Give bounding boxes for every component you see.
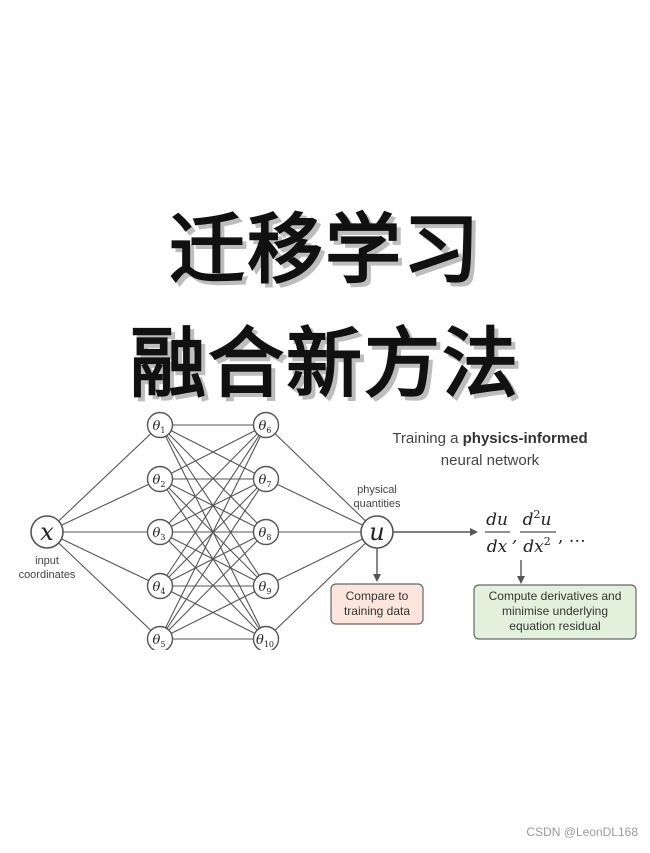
watermark: CSDN @LeonDL168: [526, 825, 638, 839]
hidden-node-9: [252, 572, 280, 600]
deriv1-numerator: du: [486, 510, 508, 530]
hidden-node-1: [146, 411, 174, 439]
diagram-heading: Training a physics-informed: [392, 430, 587, 447]
edge-l1-5-to-l2-2: [159, 478, 267, 640]
compute-box: [473, 584, 637, 640]
compare-box-line2: training data: [344, 604, 410, 618]
compute-box-line3: equation residual: [509, 619, 600, 633]
edge-l2-1-to-output: [265, 424, 378, 533]
edge-input-to-l1-5: [46, 531, 161, 640]
input-caption-1: input: [35, 555, 59, 567]
input-node: [30, 515, 64, 549]
edge-l2-2-to-output: [265, 478, 378, 533]
hidden-node-label-10: θ10: [256, 633, 274, 649]
edge-l2-4-to-output: [265, 531, 378, 587]
derivative-expressions: du dx , d2u dx2 , …: [485, 508, 586, 557]
hidden-node-5: [146, 625, 174, 650]
deriv-ellipsis: , …: [558, 527, 586, 547]
hidden-node-label-4: θ4: [153, 580, 166, 596]
edge-input-to-l1-1: [46, 424, 161, 533]
edge-l1-2-to-l2-1: [159, 424, 267, 480]
arrow-head-derivatives: [470, 528, 478, 536]
arrow-head-compute: [517, 576, 525, 584]
input-node-label: x: [40, 518, 54, 546]
hidden-layer-2: θ6 θ7 θ8 θ9 θ10: [252, 411, 280, 650]
hidden-node-label-6: θ6: [259, 419, 272, 435]
title-line-1: 迁移学习: [169, 205, 481, 294]
heading-prefix: Training a: [392, 430, 462, 447]
hidden-node-label-3: θ3: [153, 526, 166, 542]
edge-input-to-l1-4: [46, 531, 161, 587]
hidden-node-label-1: θ1: [153, 419, 166, 435]
edge-input-to-l1-2: [46, 478, 161, 533]
compare-box: [330, 583, 424, 625]
deriv2-numerator: d2u: [523, 508, 552, 530]
output-caption-1: physical: [357, 484, 397, 496]
network-connections: [46, 424, 378, 640]
output-node-label: u: [369, 518, 384, 546]
hidden-node-4: [146, 572, 174, 600]
output-caption-2: quantities: [353, 498, 401, 510]
edge-l1-4-to-l2-1: [159, 424, 267, 587]
hidden-node-label-5: θ5: [153, 633, 166, 649]
diagram-heading-line2: neural network: [441, 452, 540, 469]
deriv1-denominator: dx: [487, 537, 508, 557]
edge-l1-5-to-l2-3: [159, 531, 267, 640]
compute-box-line2: minimise underlying: [502, 604, 608, 618]
hidden-layer-1: θ1 θ2 θ3 θ4 θ5: [146, 411, 174, 650]
hidden-node-3: [146, 518, 174, 546]
hidden-node-2: [146, 465, 174, 493]
hidden-node-label-2: θ2: [153, 473, 166, 489]
title-line-2: 融合新方法: [130, 319, 520, 408]
edge-l1-3-to-l2-1: [159, 424, 267, 533]
hidden-node-7: [252, 465, 280, 493]
edge-l1-5-to-l2-4: [159, 585, 267, 640]
deriv2-denominator: dx2: [523, 535, 550, 557]
arrow-head-compare: [373, 574, 381, 582]
hidden-node-6: [252, 411, 280, 439]
deriv-comma: ,: [512, 527, 517, 547]
hidden-node-8: [252, 518, 280, 546]
edge-l1-5-to-l2-1: [159, 424, 267, 640]
hidden-node-label-9: θ9: [259, 580, 272, 596]
hidden-node-10: [252, 625, 280, 650]
edge-l2-5-to-output: [265, 531, 378, 640]
input-caption-2: coordinates: [19, 569, 76, 581]
compute-box-line1: Compute derivatives and: [489, 589, 622, 603]
hidden-node-label-7: θ7: [259, 473, 272, 489]
heading-bold: physics-informed: [463, 430, 588, 447]
compare-box-line1: Compare to: [346, 589, 409, 603]
hidden-node-label-8: θ8: [259, 526, 272, 542]
